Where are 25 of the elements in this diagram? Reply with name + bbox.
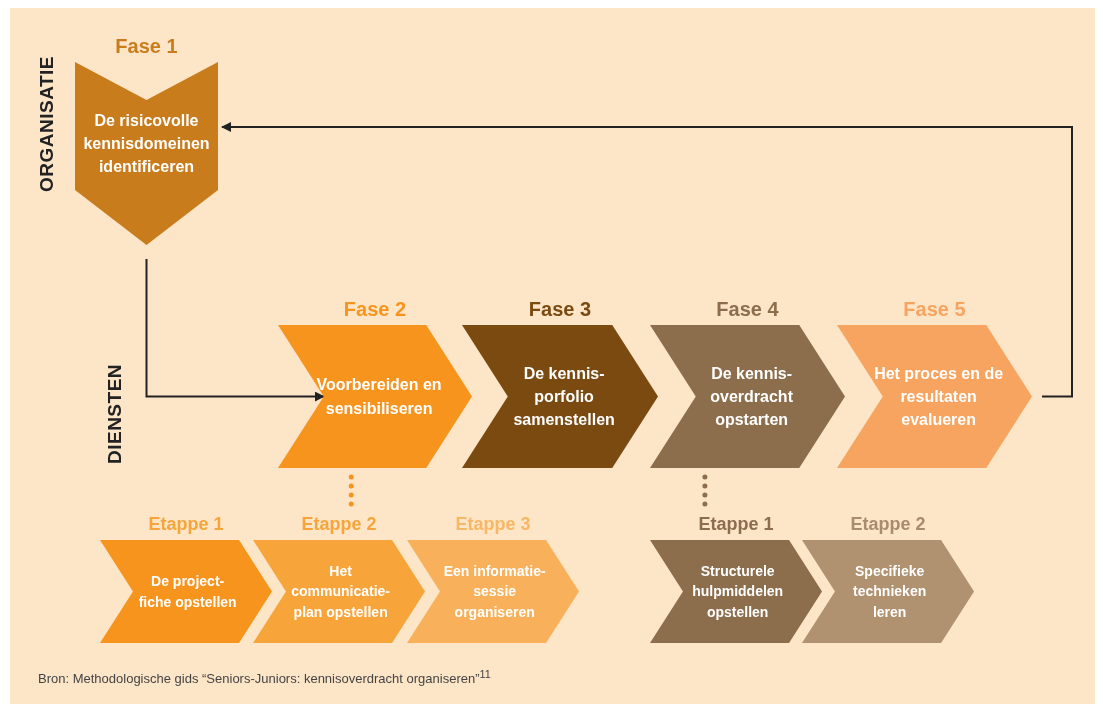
step-description: Een informatie- sessie organiseren (442, 562, 547, 622)
phase-heading: Fase 3 (527, 297, 593, 321)
step-description: Het communicatie- plan opstellen (290, 562, 392, 622)
phase-heading: Fase 1 (114, 34, 179, 58)
phase-heading: Fase 5 (902, 297, 967, 321)
source-caption: Bron: Methodologische gids “Seniors-Juniors: kennisoverdracht organiseren”$^{11}$ (38, 668, 491, 687)
step-description: De risicovolle kennisdomeinen identificeren (82, 110, 211, 178)
arrow (145, 258, 325, 402)
step-description: Specifieke technieken leren (852, 562, 928, 622)
arrow (221, 122, 1073, 398)
phase-heading: Etappe 3 (454, 513, 532, 536)
lane-label: ORGANISATIE (36, 56, 58, 192)
phase-heading: Fase 4 (715, 297, 780, 321)
lane-label: DIENSTEN (104, 363, 127, 465)
phase-heading: Etappe 2 (300, 513, 378, 536)
step-description: De project- fiche opstellen (137, 572, 238, 612)
phase-heading: Fase 2 (342, 297, 408, 321)
phase-heading: Etappe 2 (849, 513, 927, 536)
step-description: Het proces en de resultaten evalueren (873, 363, 1005, 431)
step-description: Voorbereiden en sensibiliseren (315, 375, 443, 419)
step-description: De kennis- porfolio samenstellen (512, 363, 616, 431)
step-description: Structurele hulpmiddelen opstellen (691, 562, 785, 622)
phase-heading: Etappe 1 (147, 513, 225, 536)
phase-heading: Etappe 1 (697, 513, 775, 536)
step-description: De kennis- overdracht opstarten (709, 363, 794, 431)
